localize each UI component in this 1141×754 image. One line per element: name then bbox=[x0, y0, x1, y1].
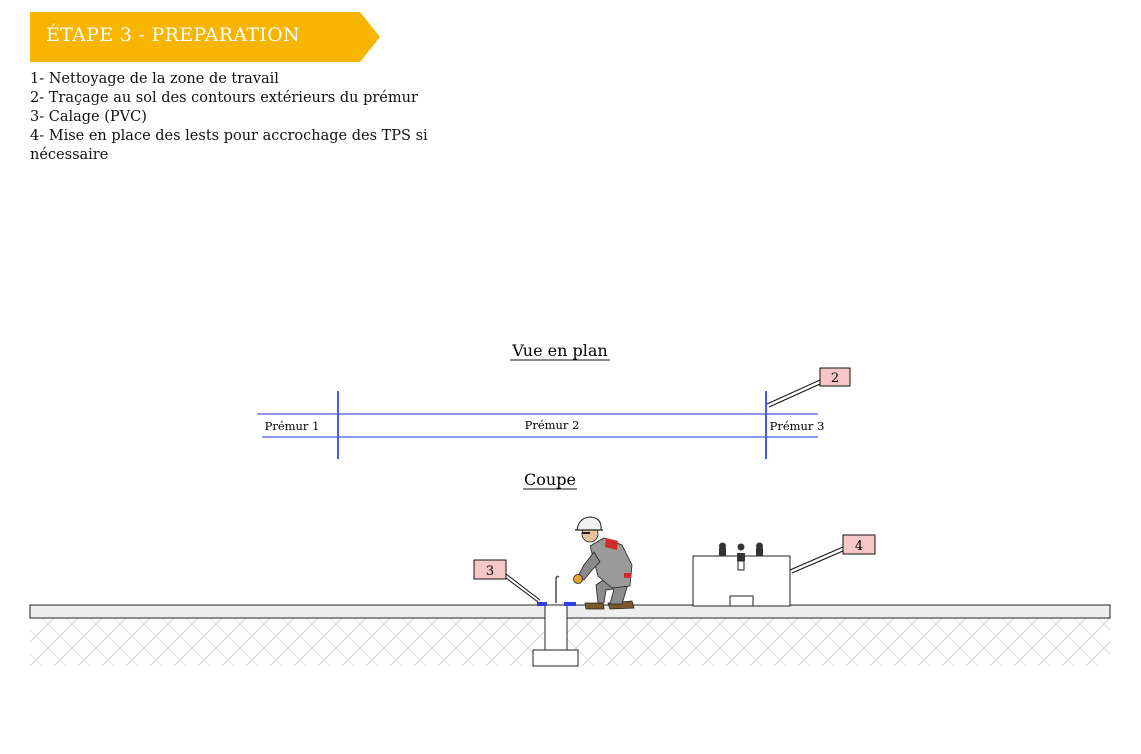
footing-base bbox=[532, 649, 579, 667]
callout-3-leader bbox=[505, 573, 541, 601]
step-item-2: 2- Traçage au sol des contours extérieur… bbox=[30, 90, 418, 106]
banner-arrow-shape bbox=[30, 12, 380, 62]
callout-4-number: 4 bbox=[855, 539, 863, 554]
rebar-rod bbox=[555, 575, 560, 603]
callout-2-number: 2 bbox=[831, 371, 839, 386]
ballast-block bbox=[692, 542, 791, 607]
step-item-3: 3- Calage (PVC) bbox=[30, 109, 147, 125]
callout-2-box bbox=[819, 367, 851, 387]
callout-2-leader bbox=[766, 379, 821, 405]
plan-view-outline bbox=[257, 391, 818, 459]
plan-label-premur-1: Prémur 1 bbox=[265, 419, 320, 433]
callout-4-box bbox=[842, 534, 876, 555]
step-list: 1- Nettoyage de la zone de travail 2- Tr… bbox=[30, 70, 450, 165]
worker-figure bbox=[573, 516, 635, 610]
callout-4-leader bbox=[789, 546, 844, 571]
plan-label-premur-3: Prémur 3 bbox=[770, 419, 825, 433]
plan-label-premur-2: Prémur 2 bbox=[525, 418, 580, 432]
step-item-4: 4- Mise en place des lests pour accrocha… bbox=[30, 128, 428, 163]
pvc-shim-left bbox=[537, 602, 547, 606]
callout-3-box bbox=[473, 559, 507, 580]
ground-slab bbox=[29, 604, 1111, 619]
plan-view-title: Vue en plan bbox=[511, 341, 607, 360]
section-view-title: Coupe bbox=[524, 470, 576, 489]
footing-post bbox=[544, 604, 568, 651]
step-banner: ÉTAPE 3 - PREPARATION bbox=[30, 12, 380, 62]
callout-3-number: 3 bbox=[486, 564, 494, 579]
banner-title: ÉTAPE 3 - PREPARATION bbox=[46, 24, 300, 46]
step-item-1: 1- Nettoyage de la zone de travail bbox=[30, 71, 279, 87]
pvc-shim-right bbox=[564, 602, 576, 606]
